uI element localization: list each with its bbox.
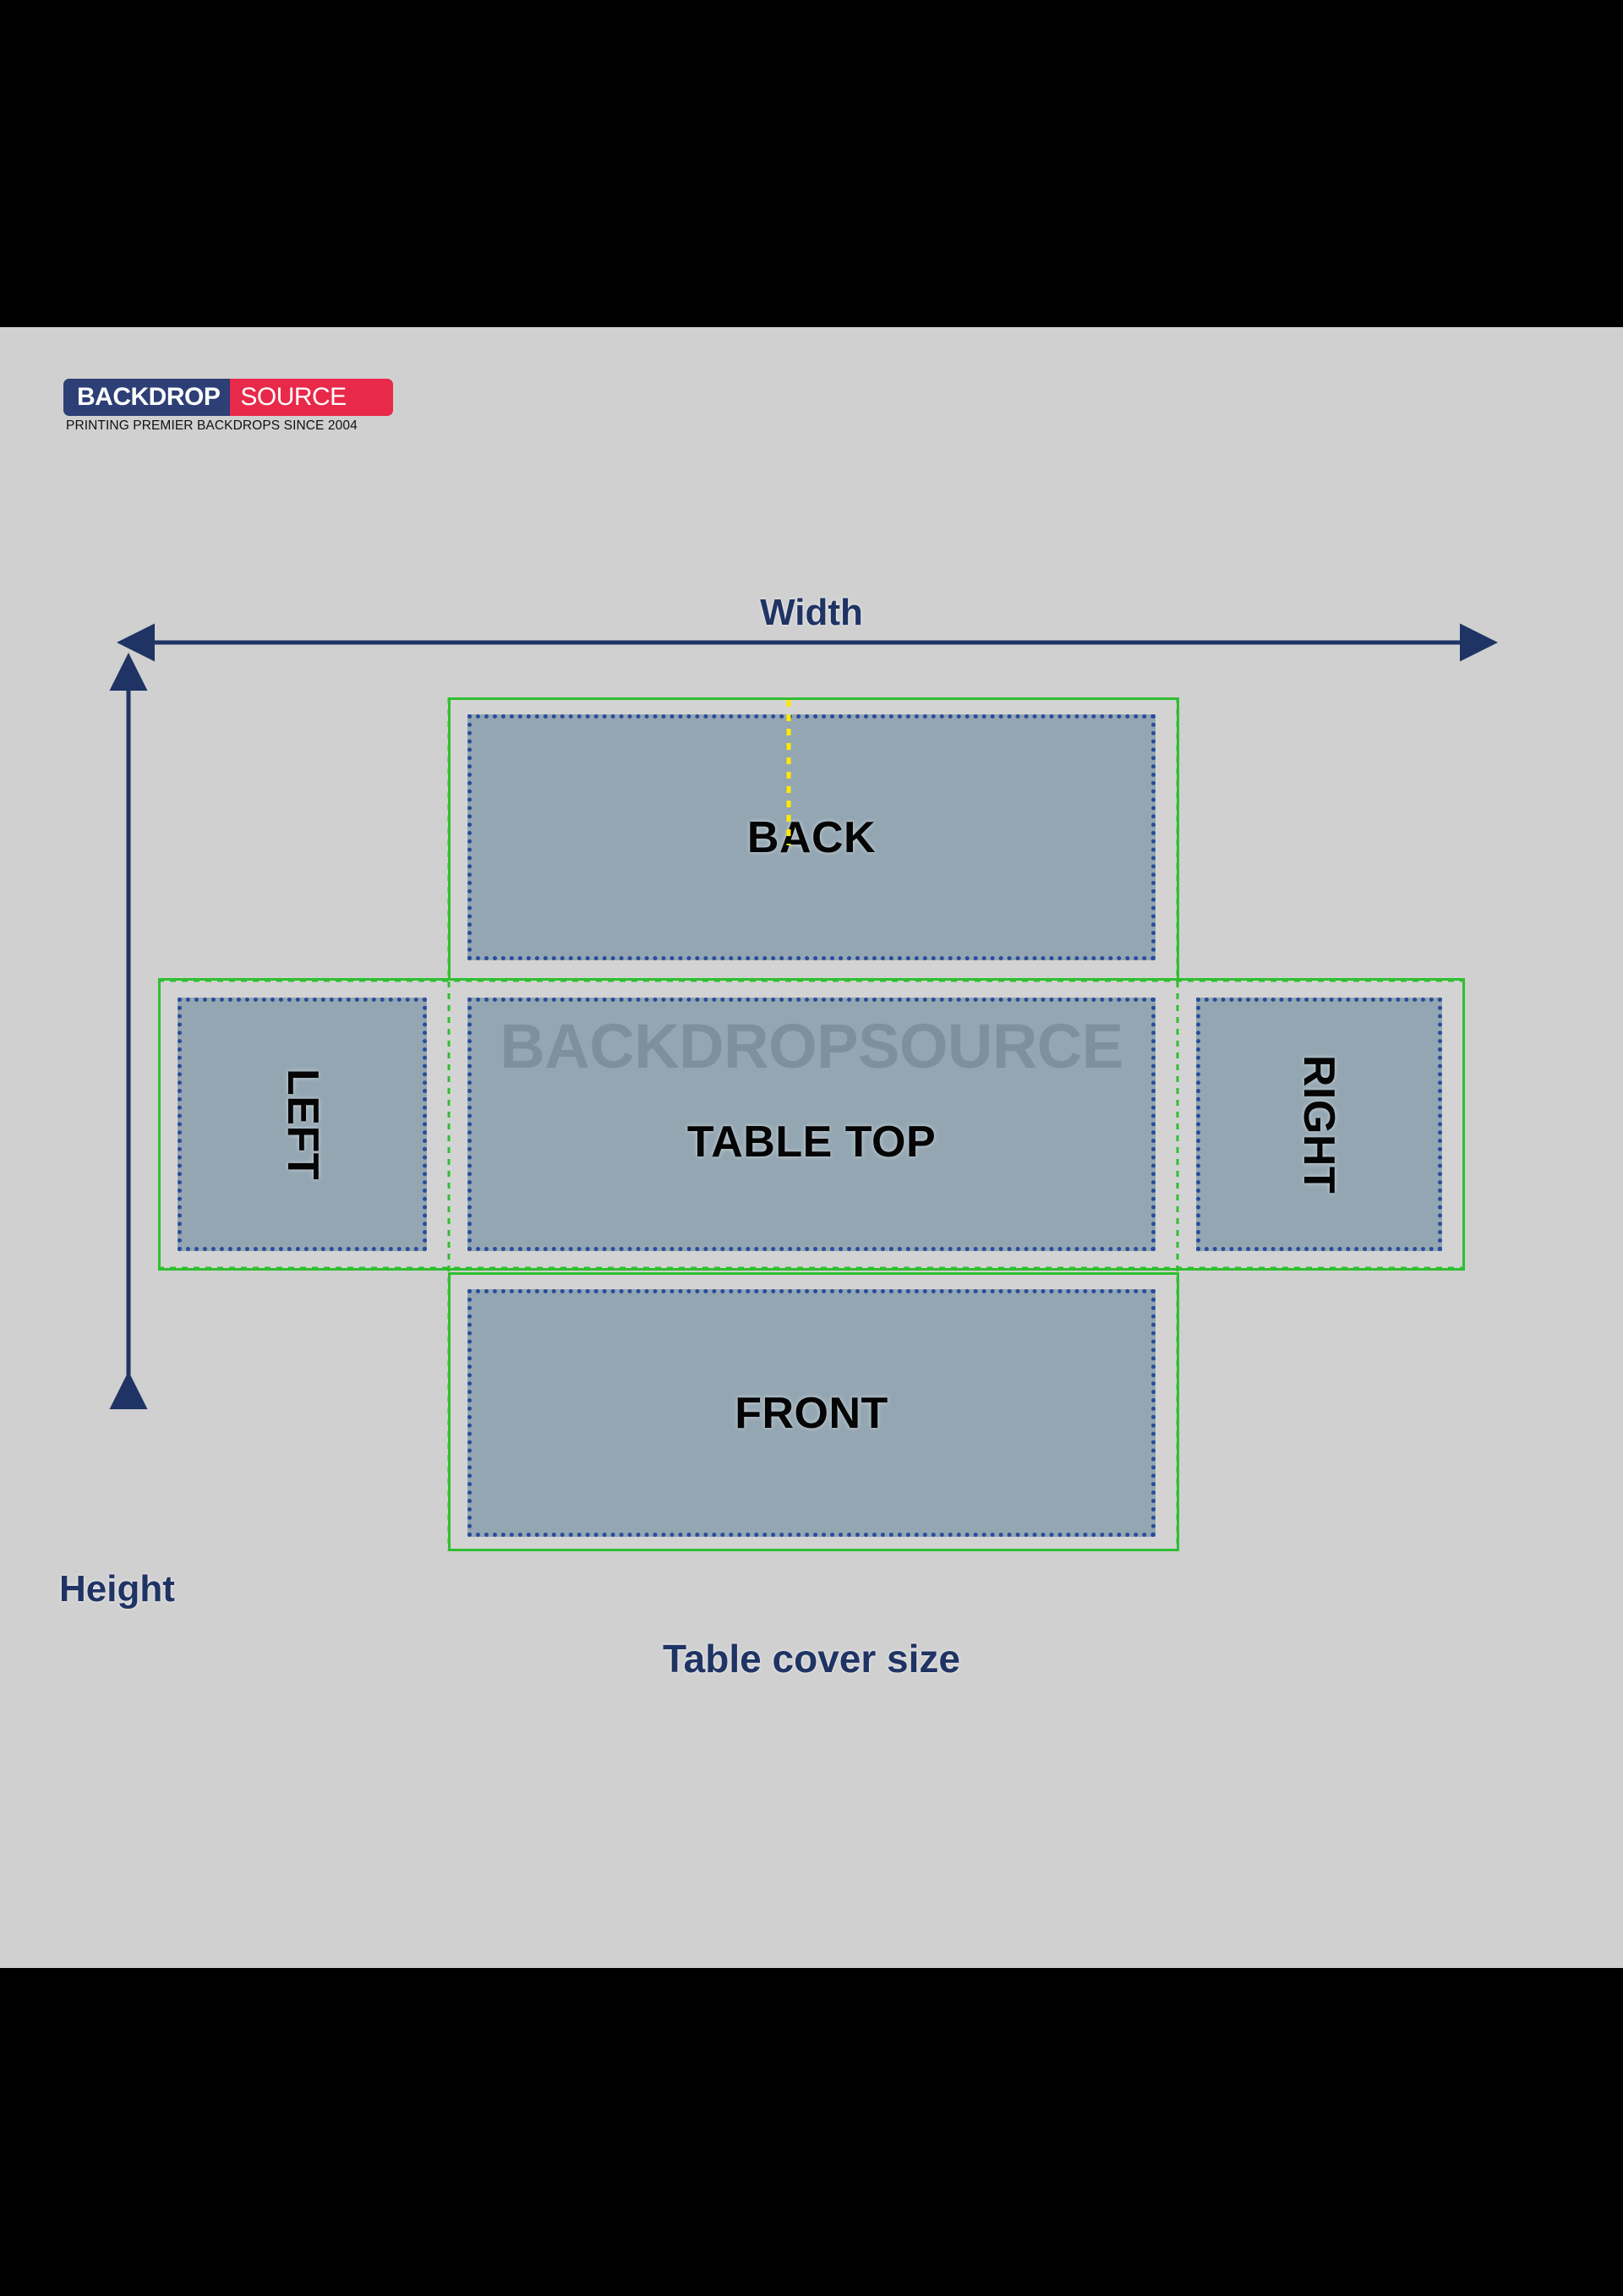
- width-label: Width: [760, 592, 863, 633]
- brand-logo: BACKDROP SOURCE PRINTING PREMIER BACKDRO…: [63, 379, 393, 434]
- panel-right-label: RIGHT: [1294, 1054, 1344, 1194]
- panel-table-top[interactable]: TABLE TOP: [467, 998, 1156, 1251]
- panel-back[interactable]: BACK: [467, 714, 1156, 960]
- logo-wordmark: BACKDROP SOURCE: [63, 379, 393, 416]
- watermark-text: BACKDROPSOURCE: [500, 1011, 1123, 1081]
- diagram-caption: Table cover size: [663, 1637, 960, 1681]
- panel-front[interactable]: FRONT: [467, 1289, 1156, 1537]
- logo-primary-text: BACKDROP: [63, 379, 231, 416]
- logo-tagline: PRINTING PREMIER BACKDROPS SINCE 2004: [66, 418, 358, 433]
- panel-left-label: LEFT: [277, 1069, 327, 1180]
- panel-back-label: BACK: [746, 812, 877, 862]
- panel-right[interactable]: RIGHT: [1196, 998, 1442, 1251]
- logo-secondary-text: SOURCE: [230, 379, 393, 416]
- height-label: Height: [59, 1568, 175, 1610]
- panel-left[interactable]: LEFT: [178, 998, 427, 1251]
- panel-table-top-label: TABLE TOP: [686, 1118, 937, 1167]
- panel-front-label: FRONT: [735, 1388, 888, 1438]
